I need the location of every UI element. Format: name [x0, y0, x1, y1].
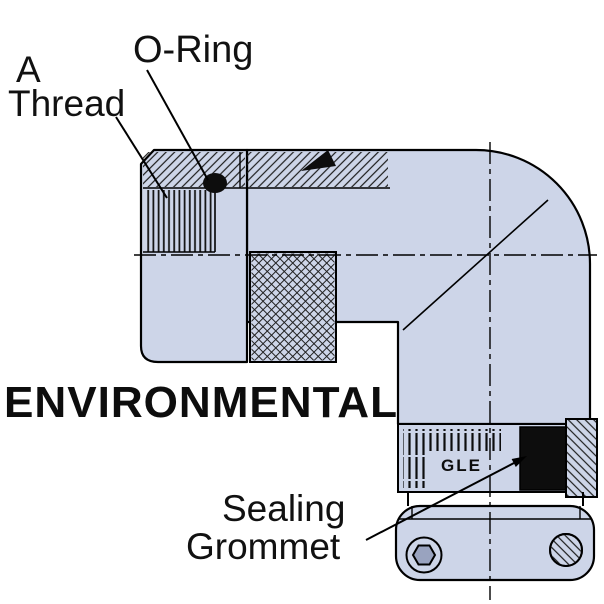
section-hatch-band [143, 152, 390, 189]
o-ring-seal [203, 173, 227, 193]
grommet-label: Grommet [186, 526, 341, 567]
environmental-label: ENVIRONMENTAL [4, 378, 398, 427]
sealing-label: Sealing [222, 488, 345, 529]
leader-lines [115, 69, 515, 541]
seal-wedge [301, 150, 336, 171]
centerlines [134, 142, 597, 600]
o-ring-label: O-Ring [133, 29, 253, 71]
connector-body [245, 148, 592, 426]
clamp-hatch-texture [567, 420, 596, 496]
mounting-flange [394, 504, 596, 582]
elbow-body [245, 148, 592, 426]
elbow-miter-line [402, 199, 549, 331]
knurl-texture [251, 253, 335, 361]
thread-leader [115, 116, 168, 199]
hex-nut [411, 544, 437, 566]
grommet-leader [365, 462, 515, 541]
o-ring-leader [146, 69, 209, 181]
thread-label: Thread [8, 83, 125, 124]
grommet-ticks-top [429, 429, 501, 451]
screw-left [405, 536, 443, 574]
grommet-leader-arrowhead [511, 456, 527, 467]
grommet-ticks-left [403, 429, 425, 488]
sealing-grommet-black [519, 426, 567, 491]
knurl-band [249, 251, 337, 363]
a-label: A [16, 49, 41, 90]
screw-section-hatch [551, 535, 581, 565]
labels: A Thread O-Ring ENVIRONMENTAL Sealing Gr… [4, 29, 398, 567]
screw-right [549, 533, 583, 567]
part-marking: GLE [441, 456, 482, 475]
grommet-section: GLE [397, 418, 598, 506]
thread-section [143, 190, 216, 253]
o-ring-section [203, 150, 336, 193]
